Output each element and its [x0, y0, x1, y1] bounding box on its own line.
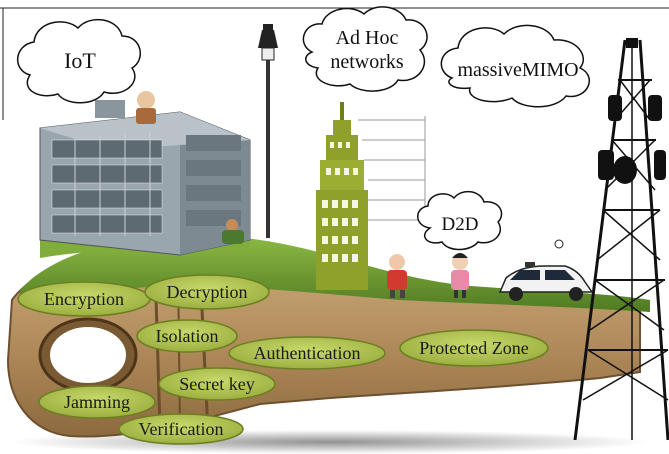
cloud-label-line-1: Ad Hoc [336, 27, 399, 49]
cloud-label: D2D [442, 214, 479, 235]
police-car [498, 239, 594, 301]
cloud-d2d: D2D [417, 190, 503, 251]
oval-encryption: Encryption [17, 281, 151, 317]
oval-label: Decryption [167, 282, 248, 302]
oval-verification: Verification [118, 413, 244, 445]
cloud-label-line-2: networks [330, 51, 404, 73]
transmission-tower [573, 38, 669, 441]
cloud-massive-mimo: massiveMIMO [440, 24, 591, 108]
cloud-ad-hoc-networks: Ad Hoc networks [302, 6, 428, 92]
person-elderly [136, 91, 156, 124]
cloud-iot: IoT [17, 18, 142, 104]
oval-protected-zone: Protected Zone [399, 329, 549, 367]
oval-isolation: Isolation [136, 319, 238, 353]
oval-label: Jamming [64, 392, 130, 412]
cloud-label: massiveMIMO [457, 59, 578, 81]
cloud-label: IoT [64, 48, 96, 73]
oval-label: Secret key [179, 374, 254, 394]
oval-label: Isolation [156, 326, 219, 346]
oval-label: Verification [139, 419, 224, 439]
oval-decryption: Decryption [144, 274, 270, 310]
oval-label: Authentication [254, 343, 361, 363]
person-phone-1 [387, 254, 407, 298]
skyscraper [316, 102, 426, 290]
oval-label: Protected Zone [419, 338, 528, 358]
person-gardener [222, 219, 244, 244]
person-phone-2 [451, 253, 469, 298]
oval-authentication: Authentication [228, 336, 386, 370]
oval-secret-key: Secret key [158, 367, 276, 401]
street-lamp [258, 24, 278, 238]
oval-label: Encryption [44, 289, 124, 309]
oval-jamming: Jamming [38, 385, 156, 419]
